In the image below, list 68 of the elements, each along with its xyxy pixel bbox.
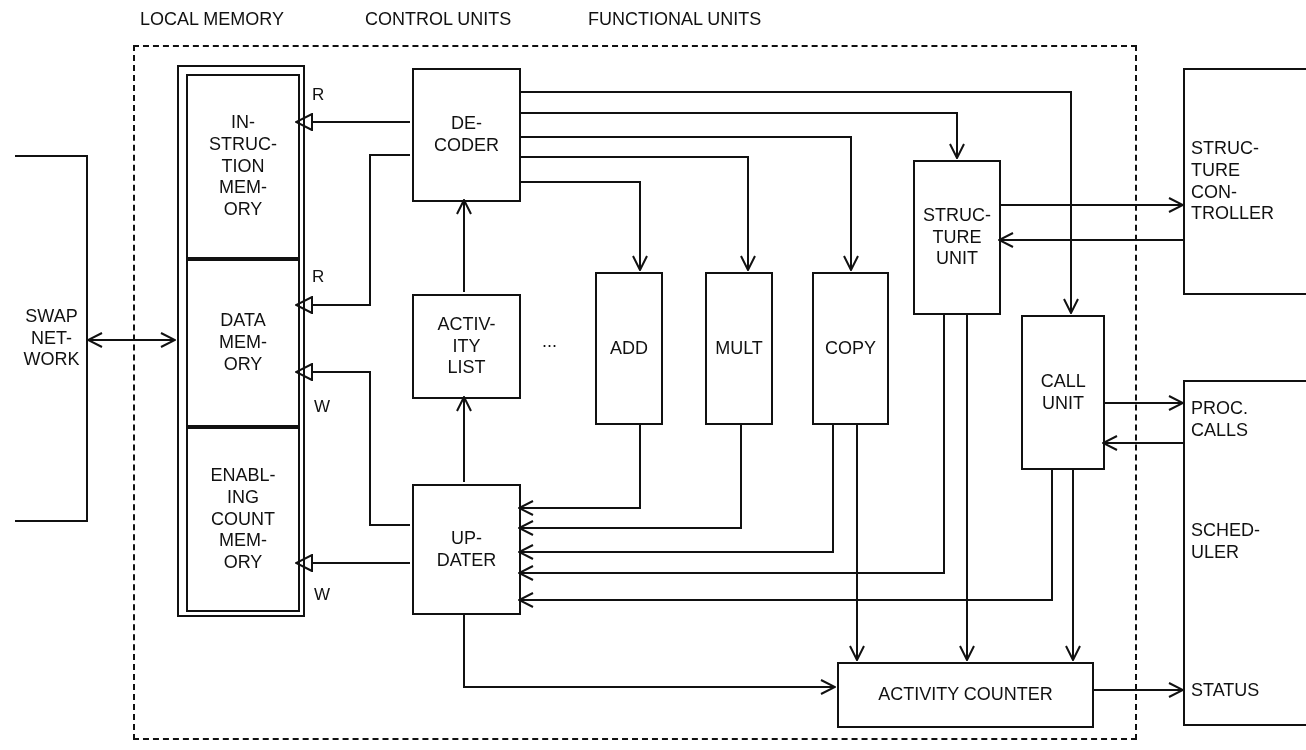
edge-label: W <box>313 586 332 603</box>
node-label: DE- CODER <box>434 113 499 157</box>
process-box <box>186 427 300 612</box>
process-box <box>1021 315 1105 470</box>
node-label: ADD <box>610 337 648 360</box>
arrow <box>518 312 945 581</box>
node-label: COPY <box>825 337 876 360</box>
arrow <box>518 156 756 271</box>
buffer-arrow <box>295 554 411 572</box>
arrow <box>518 422 641 516</box>
arrow <box>456 396 472 483</box>
arrow <box>518 422 834 560</box>
node-label: IN- STRUC- TION MEM- ORY <box>209 111 277 222</box>
arrow <box>518 467 1053 608</box>
process-box <box>705 272 773 425</box>
edge-label: R <box>311 86 326 103</box>
section-heading: FUNCTIONAL UNITS <box>588 10 762 30</box>
arrow <box>998 197 1184 213</box>
node-label: DATA MEM- ORY <box>219 310 267 376</box>
node-label: PROC. CALLS <box>1191 398 1249 442</box>
process-box <box>595 272 663 425</box>
processing-element-boundary <box>133 45 1137 740</box>
process-box <box>812 272 889 425</box>
node-label: ACTIV- ITY LIST <box>437 313 496 380</box>
bracket-box <box>1183 68 1306 295</box>
process-box <box>186 74 300 259</box>
section-heading: CONTROL UNITS <box>365 10 512 30</box>
process-box <box>412 484 521 615</box>
arrow <box>1091 682 1184 698</box>
arrow <box>518 136 859 271</box>
node-label: SCHED- ULER <box>1191 520 1260 564</box>
arrow <box>518 112 965 159</box>
arrow <box>87 332 176 348</box>
arrow <box>463 612 836 695</box>
edge-label: W <box>313 398 332 415</box>
process-box <box>913 160 1001 315</box>
buffer-arrow <box>295 363 411 526</box>
buffer-arrow <box>295 154 411 314</box>
arrow <box>518 422 742 536</box>
section-heading: LOCAL MEMORY <box>140 10 285 30</box>
arrow <box>456 199 472 293</box>
node-label: MULT <box>715 337 763 360</box>
arrow <box>518 91 1079 314</box>
process-box <box>412 294 521 399</box>
arrow <box>1102 395 1184 411</box>
node-label: STATUS <box>1191 680 1260 702</box>
node-label: STRUC- TURE UNIT <box>923 204 991 271</box>
arrow <box>1065 467 1081 661</box>
node-label: UP- DATER <box>436 527 497 572</box>
edge-label: R <box>311 268 326 285</box>
arrow <box>959 312 975 661</box>
arrow <box>998 232 1184 248</box>
arrow <box>1102 435 1184 451</box>
arrow <box>518 181 648 271</box>
ellipsis: ... <box>542 332 557 352</box>
bracket-box <box>15 155 88 522</box>
arrow <box>849 422 865 661</box>
node-label: SWAP NET- WORK <box>23 305 80 372</box>
process-box <box>186 259 300 427</box>
node-label: ENABL- ING COUNT MEM- ORY <box>210 464 276 575</box>
node-label: CALL UNIT <box>1040 370 1086 415</box>
process-box <box>837 662 1094 728</box>
process-box <box>412 68 521 202</box>
memory-frame <box>177 65 305 617</box>
bracket-box <box>1183 380 1306 726</box>
node-label: STRUC- TURE CON- TROLLER <box>1191 137 1274 226</box>
buffer-arrow <box>295 113 411 131</box>
node-label: ACTIVITY COUNTER <box>878 684 1053 706</box>
